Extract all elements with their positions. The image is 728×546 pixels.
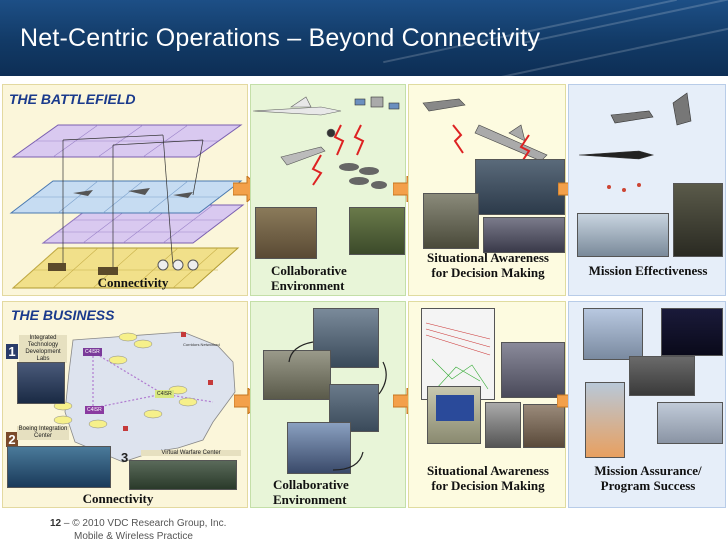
battlefield-collaborative-caption: Collaborative Environment — [271, 263, 347, 293]
fighter-jet-photo — [583, 308, 643, 360]
situational-illustration — [422, 98, 548, 164]
business-collaborative-caption: Collaborative Environment — [273, 477, 349, 507]
business-label: THE BUSINESS — [11, 307, 115, 323]
operations-room-photo — [475, 159, 565, 215]
mission-illustration — [578, 92, 692, 192]
satellite-photo — [661, 308, 723, 356]
satellite-icon — [354, 96, 400, 110]
aircraft-icon — [73, 188, 193, 198]
lab3-number: 3 — [121, 450, 129, 465]
lab2-label: Boeing Integration Center — [17, 426, 69, 440]
monitor-photo — [427, 386, 481, 444]
analysts-photo — [483, 217, 565, 253]
c4isr-node-2: C4ISR — [155, 390, 174, 398]
aircraft-icon — [252, 96, 342, 138]
aircraft-icon — [280, 146, 326, 166]
control-room-photo — [629, 356, 695, 396]
transport-aircraft-photo — [577, 213, 669, 257]
aircraft-icon — [422, 98, 466, 112]
network-chart-photo — [421, 308, 495, 400]
battlefield-mission-caption: Mission Effectiveness — [588, 263, 708, 278]
lab2-number: 2 — [6, 432, 18, 447]
collaborative-illustration — [252, 96, 400, 189]
map-legend: Corridors Networked — [183, 342, 220, 347]
slide-title: Net-Centric Operations – Beyond Connecti… — [20, 24, 541, 52]
business-mission-panel: Mission Assurance/ Program Success — [568, 301, 726, 508]
circular-arrows — [288, 341, 387, 471]
battlefield-situational-caption: Situational Awareness for Decision Makin… — [427, 250, 549, 280]
lab-equipment-photo — [501, 342, 565, 398]
page-number: 12 — [50, 518, 62, 529]
network-layers-illustration — [9, 124, 245, 289]
copyright-text: – © 2010 VDC Research Group, Inc. — [63, 518, 227, 529]
operator-photo — [423, 193, 479, 249]
battlefield-connectivity-caption: Connectivity — [97, 275, 169, 290]
footer-copyright: 12 – © 2010 VDC Research Group, Inc. — [50, 518, 226, 529]
lab1-label: Integrated Technology Development Labs — [19, 335, 67, 363]
business-connectivity-panel: THE BUSINESS 1 Integrated Technology Dev… — [2, 301, 248, 508]
rocket-launch-photo — [585, 382, 625, 458]
us-network-map — [53, 331, 236, 463]
battlefield-connectivity-panel: THE BATTLEFIELD — [2, 84, 248, 296]
lab3-photo — [129, 460, 237, 490]
cargo-aircraft-photo — [657, 402, 723, 444]
business-situational-panel: Situational Awareness for Decision Makin… — [408, 301, 566, 508]
technician-photo — [523, 404, 565, 448]
soldier-photo — [349, 207, 405, 255]
troops-photo — [673, 183, 723, 257]
aircraft-icon — [578, 92, 692, 160]
command-center-photo — [255, 207, 317, 259]
tank-icon — [48, 259, 199, 275]
battlefield-mission-panel: Mission Effectiveness — [568, 84, 726, 296]
instrument-photo — [485, 402, 521, 448]
monitor-screen — [436, 395, 474, 421]
business-collaborative-panel: Collaborative Environment — [250, 301, 406, 508]
title-bar: Net-Centric Operations – Beyond Connecti… — [0, 0, 728, 76]
lab2-photo — [7, 446, 111, 488]
business-situational-caption: Situational Awareness for Decision Makin… — [427, 463, 549, 493]
lab3-label: Virtual Warfare Center — [141, 450, 241, 456]
network-chart-graphic — [425, 322, 491, 390]
footer-practice: Mobile & Wireless Practice — [74, 531, 193, 542]
business-mission-caption: Mission Assurance/ Program Success — [594, 463, 702, 493]
aircraft-icon — [474, 124, 548, 162]
battlefield-collaborative-panel: Collaborative Environment — [250, 84, 406, 296]
office-group-photo — [263, 350, 331, 400]
lab1-number: 1 — [6, 344, 18, 359]
battlefield-label: THE BATTLEFIELD — [9, 91, 136, 107]
battlefield-situational-panel: Situational Awareness for Decision Makin… — [408, 84, 566, 296]
lab1-photo — [17, 362, 65, 404]
workstation-photo — [287, 422, 351, 474]
c4isr-node-3: C4ISR — [85, 406, 104, 414]
c4isr-node-1: C4ISR — [83, 348, 102, 356]
business-connectivity-caption: Connectivity — [82, 491, 154, 506]
